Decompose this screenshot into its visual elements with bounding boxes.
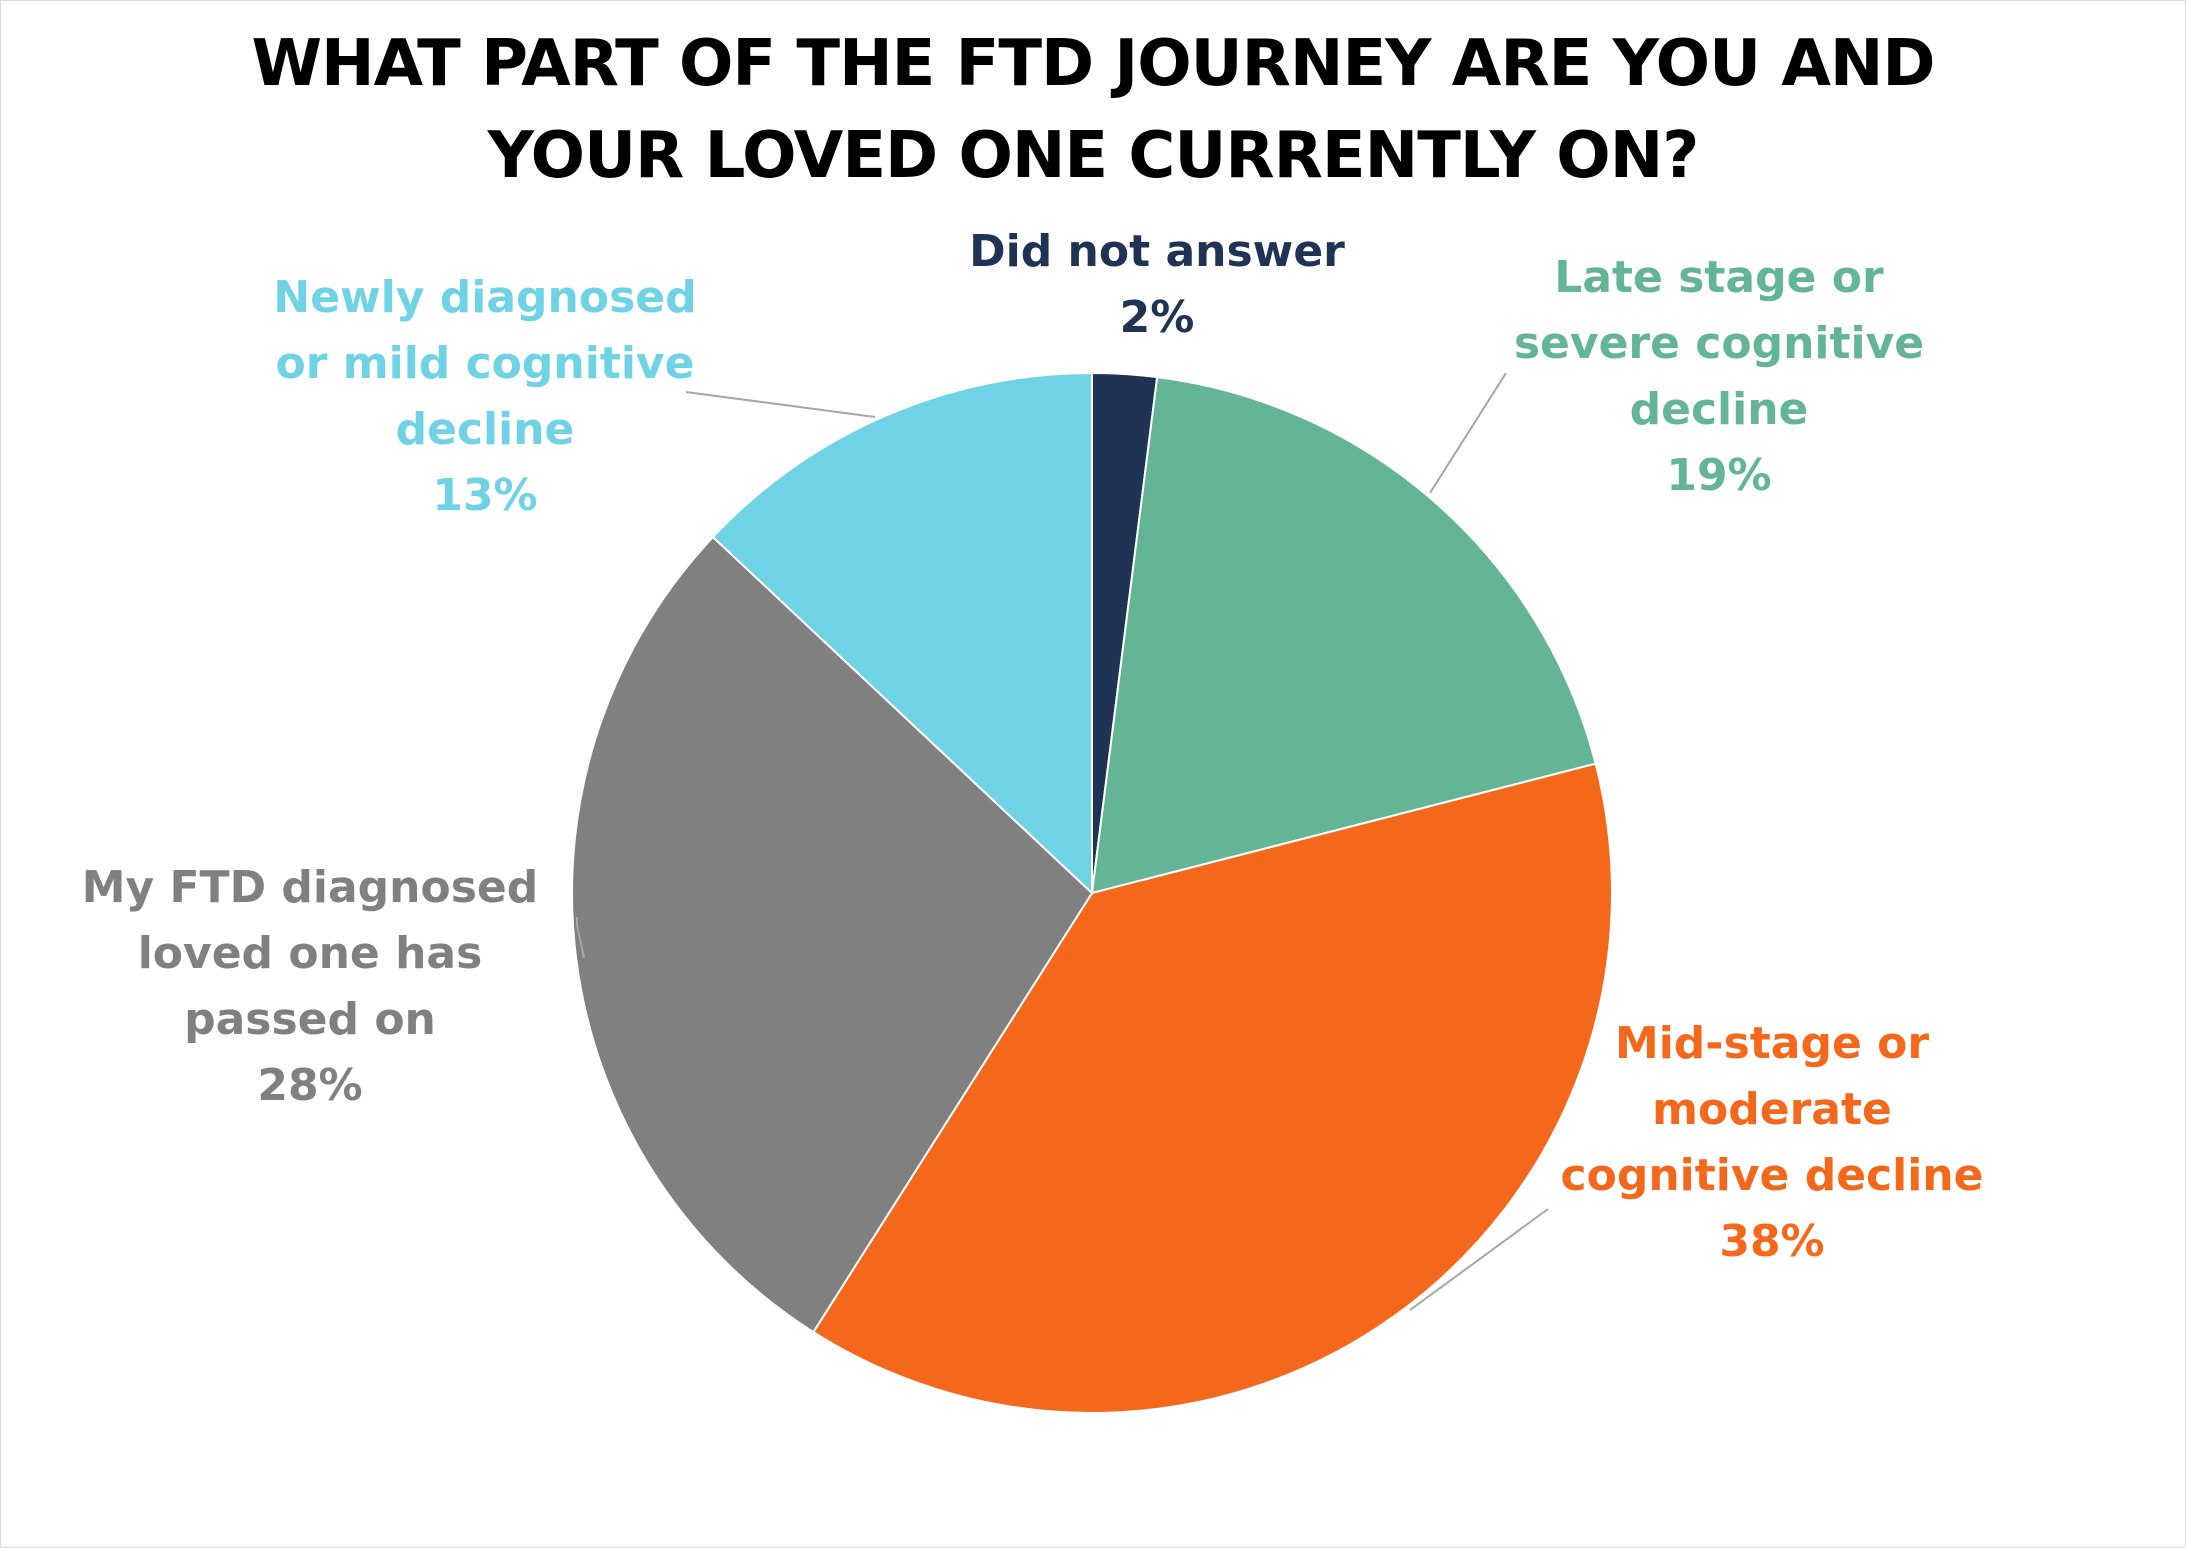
slice-value-label: 19%: [1666, 450, 1771, 501]
slice-label: Newly diagnosed or mild cognitive decline 1…: [273, 272, 696, 521]
slice-label-line: Newly diagnosed: [273, 272, 696, 323]
leader-line: [1409, 1208, 1549, 1311]
slice-label: Did not answer 2%: [969, 226, 1345, 343]
slice-value-label: 13%: [432, 470, 537, 521]
pie-slice: [811, 762, 1613, 1414]
slice-labels: Did not answer 2% Late stage or severe cogn…: [82, 226, 1984, 1267]
slice-label-line: My FTD diagnosed: [82, 862, 539, 913]
slice-label-line: decline: [396, 404, 575, 455]
pie-slice: [1090, 375, 1597, 895]
slice-label-line: Mid-stage or: [1615, 1018, 1929, 1069]
chart-title-line-2: YOUR LOVED ONE CURRENTLY ON?: [487, 119, 1700, 193]
slice-value-label: 2%: [1120, 292, 1195, 343]
leader-line: [685, 391, 876, 418]
slice-label-line: cognitive decline: [1561, 1150, 1984, 1201]
slice-value-label: 28%: [257, 1060, 362, 1111]
pie-slices: [571, 371, 1613, 1414]
slice-label-line: Did not answer: [969, 226, 1345, 277]
slice-label-line: severe cognitive: [1514, 318, 1924, 369]
slice-label-line: passed on: [184, 994, 436, 1045]
chart-title-line-1: WHAT PART OF THE FTD JOURNEY ARE YOU AND: [251, 27, 1935, 101]
leader-line: [576, 917, 585, 959]
chart-title: WHAT PART OF THE FTD JOURNEY ARE YOU AND…: [0, 18, 2186, 202]
slice-label-line: moderate: [1652, 1084, 1892, 1135]
pie-slice: [711, 371, 1093, 896]
pie-slice: [571, 535, 1094, 1334]
slice-label-line: loved one has: [138, 928, 483, 979]
slice-label-line: or mild cognitive: [276, 338, 695, 389]
slice-label-line: decline: [1630, 384, 1809, 435]
leader-line: [1429, 372, 1507, 494]
slice-label: Late stage or severe cognitive decline 19%: [1514, 252, 1924, 501]
slice-label-line: Late stage or: [1554, 252, 1884, 303]
slice-label: Mid-stage or moderate cognitive decline 38%: [1561, 1018, 1984, 1267]
slice-label: My FTD diagnosed loved one has passed on 28…: [82, 862, 539, 1111]
slice-value-label: 38%: [1719, 1216, 1824, 1267]
leader-lines: [576, 372, 1549, 1311]
